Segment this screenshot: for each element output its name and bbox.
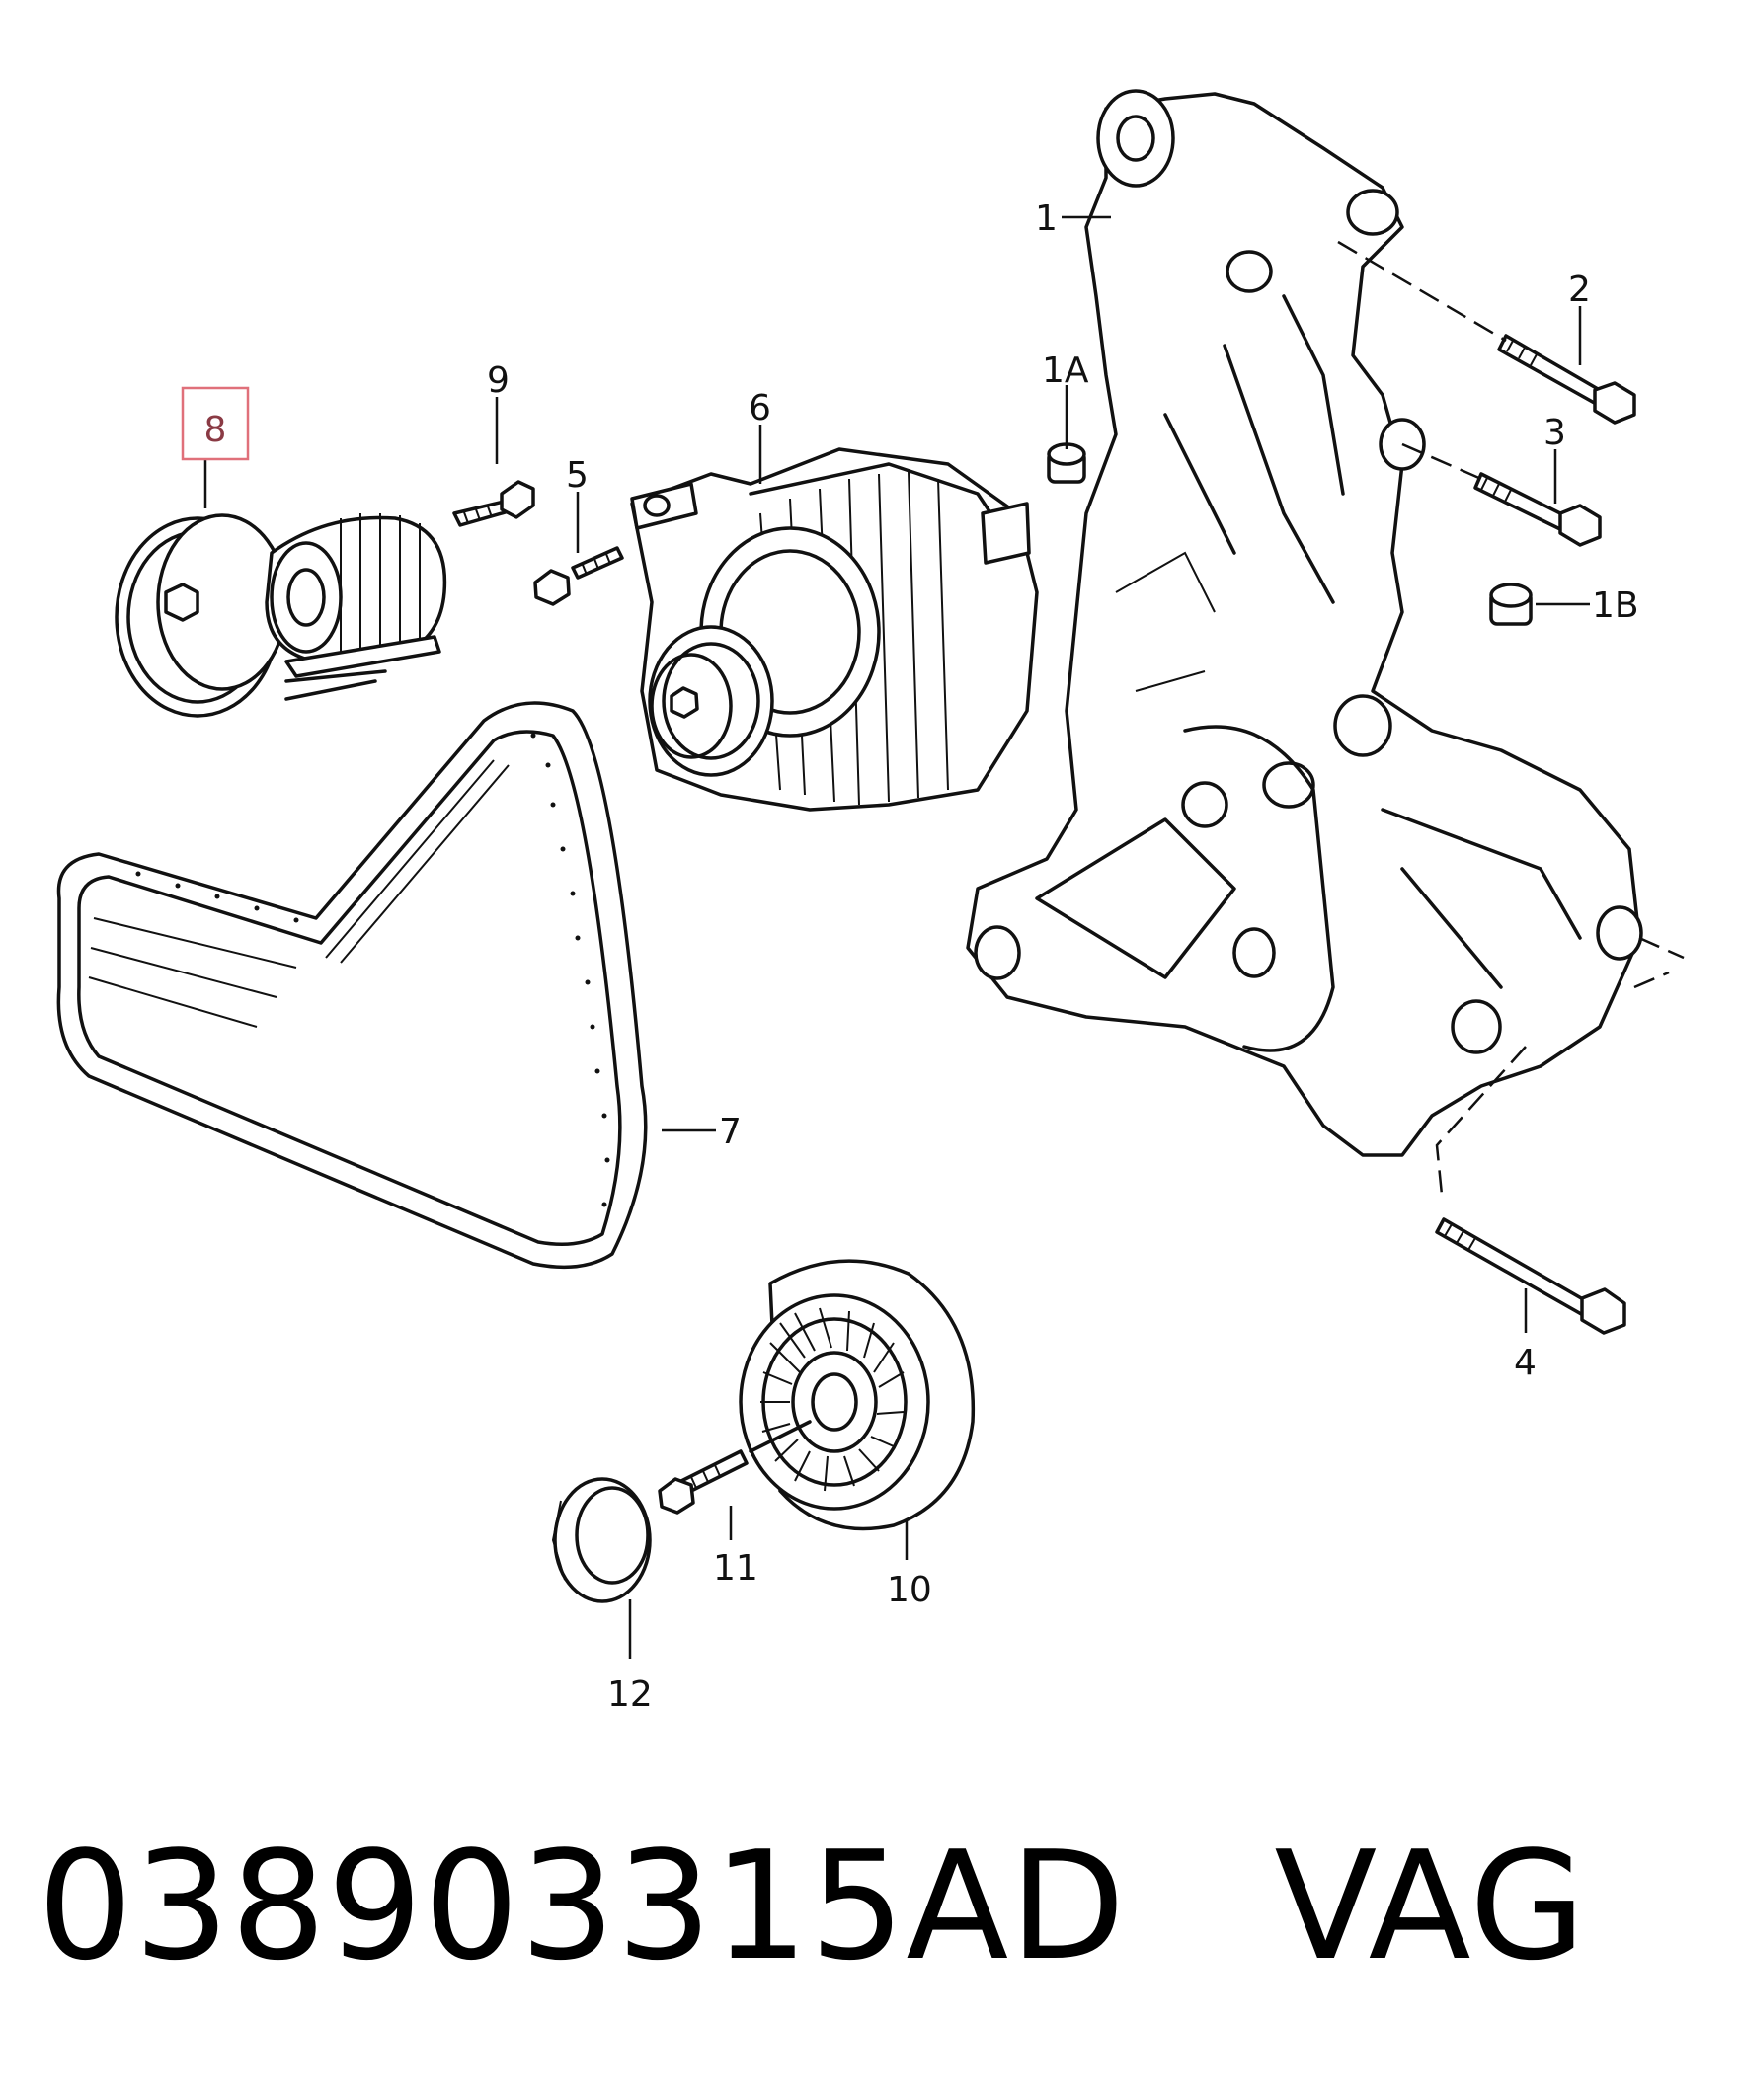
callout-5[interactable]: 5: [566, 455, 589, 496]
brand-name: VAG: [1274, 1819, 1587, 1993]
bushing-1b-part[interactable]: [1489, 583, 1533, 626]
idler-bolt-part[interactable]: [658, 1420, 812, 1515]
bracket-bolt-2-part[interactable]: [1337, 240, 1636, 425]
belt-rib-dots: [135, 733, 610, 1207]
callout-12[interactable]: 12: [607, 1674, 653, 1715]
callout-3[interactable]: 3: [1543, 413, 1566, 453]
ribbed-belt-part[interactable]: [56, 701, 648, 1270]
part-number: 038903315AD: [38, 1819, 1127, 1993]
alternator-part[interactable]: [630, 447, 1039, 812]
tensioner-pulley-part[interactable]: [115, 513, 447, 718]
callout-8[interactable]: 8: [204, 410, 227, 450]
callout-7[interactable]: 7: [719, 1112, 742, 1152]
pulley-cap-part[interactable]: [551, 1477, 652, 1603]
callout-1a[interactable]: 1A: [1042, 350, 1089, 391]
callout-6[interactable]: 6: [749, 388, 771, 428]
mounting-bracket-part[interactable]: [966, 89, 1643, 1157]
callout-11[interactable]: 11: [713, 1548, 758, 1589]
callout-9[interactable]: 9: [487, 360, 510, 401]
alternator-bolt-part[interactable]: [533, 546, 624, 606]
callout-1b[interactable]: 1B: [1592, 585, 1639, 626]
tensioner-bolt-part[interactable]: [452, 480, 535, 527]
callout-4[interactable]: 4: [1514, 1343, 1537, 1383]
callout-labels: 1 1A 1B 2 3 4 5 6 7 8 9 10 11 12: [204, 198, 1639, 1715]
bracket-bolt-4-part[interactable]: [1435, 936, 1685, 1335]
idler-pulley-part[interactable]: [739, 1259, 976, 1531]
callout-10[interactable]: 10: [887, 1570, 932, 1610]
exploded-parts-diagram: 1 1A 1B 2 3 4 5 6 7 8 9 10 11 12: [56, 89, 1685, 1715]
bushing-1a-part[interactable]: [1047, 442, 1086, 484]
callout-leaders: [203, 215, 1590, 1659]
bracket-bolt-3-part[interactable]: [1401, 442, 1602, 547]
callout-1[interactable]: 1: [1035, 198, 1058, 239]
callout-2[interactable]: 2: [1568, 270, 1591, 310]
highlight-box: [181, 386, 250, 461]
